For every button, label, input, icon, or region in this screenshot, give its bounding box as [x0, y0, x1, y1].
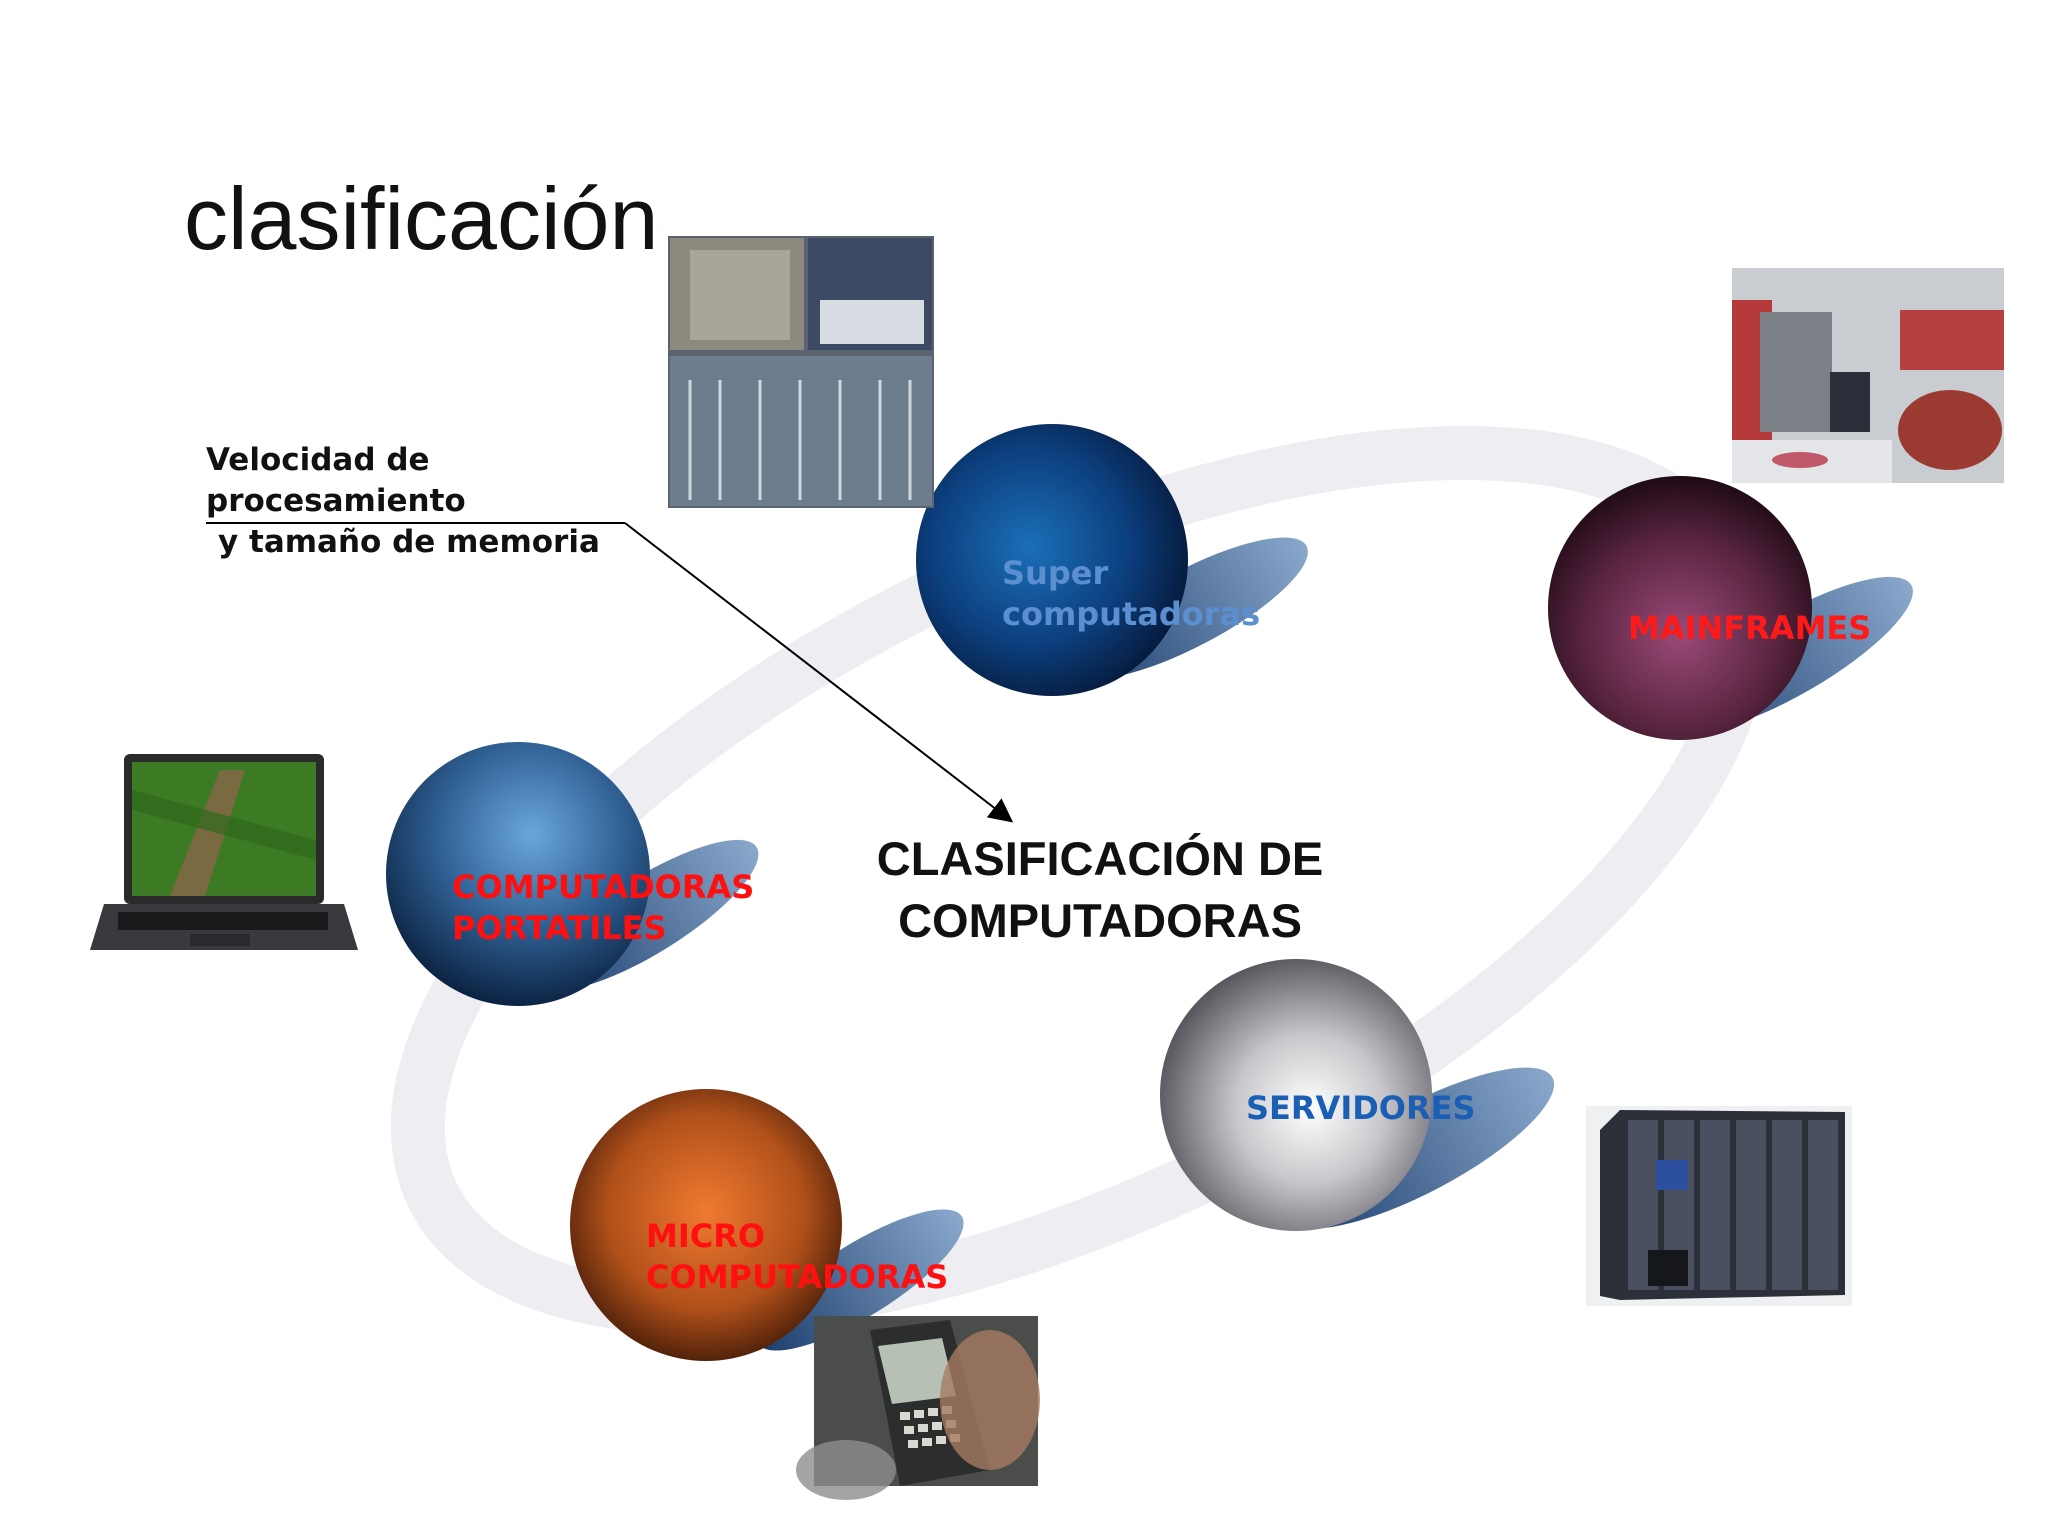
- micro-label: MICRO COMPUTADORAS: [646, 1216, 948, 1298]
- portatiles-label: COMPUTADORAS PORTATILES: [452, 867, 754, 949]
- servidores-sphere: [1160, 959, 1432, 1231]
- slide-title: clasificación: [184, 169, 659, 268]
- super-label-line-2: computadoras: [1002, 595, 1261, 633]
- supercomputer-room-photo: [668, 236, 934, 508]
- mainframe-room-photo: [1732, 268, 2004, 483]
- mainframes-sphere: [1548, 476, 1812, 740]
- portatiles-sphere: [386, 742, 650, 1006]
- pointer-arrow: [624, 522, 1014, 823]
- note-text: Velocidad de procesamiento y tamaño de m…: [206, 440, 600, 563]
- micro-sphere: [570, 1089, 842, 1361]
- micro-label-line-2: COMPUTADORAS: [646, 1258, 949, 1296]
- center-title-line-1: CLASIFICACIÓN DE: [876, 832, 1324, 885]
- micro-label-line-1: MICRO: [646, 1217, 766, 1255]
- note-line-3: y tamaño de memoria: [218, 524, 600, 560]
- super-sphere: [916, 424, 1188, 696]
- servidores-label-line-1: SERVIDORES: [1246, 1089, 1476, 1127]
- servidores-label: SERVIDORES: [1246, 1088, 1476, 1129]
- portatiles-label-line-1: COMPUTADORAS: [452, 868, 755, 906]
- mainframes-label: MAINFRAMES: [1628, 608, 1871, 649]
- smartphone-photo: [796, 1316, 1040, 1500]
- center-title-line-2: COMPUTADORAS: [898, 894, 1302, 947]
- mainframes-label-line-1: MAINFRAMES: [1628, 609, 1872, 647]
- super-label: Super computadoras: [1002, 553, 1260, 635]
- micro-shadow: [756, 1209, 964, 1351]
- server-racks-photo: [1586, 1106, 1852, 1306]
- note-line-2: procesamiento: [206, 483, 466, 519]
- super-label-line-1: Super: [1002, 554, 1109, 592]
- note-line-1: Velocidad de: [206, 442, 430, 478]
- center-title: CLASIFICACIÓN DE COMPUTADORAS: [780, 828, 1420, 952]
- laptop-photo: [90, 754, 358, 950]
- portatiles-label-line-2: PORTATILES: [452, 909, 667, 947]
